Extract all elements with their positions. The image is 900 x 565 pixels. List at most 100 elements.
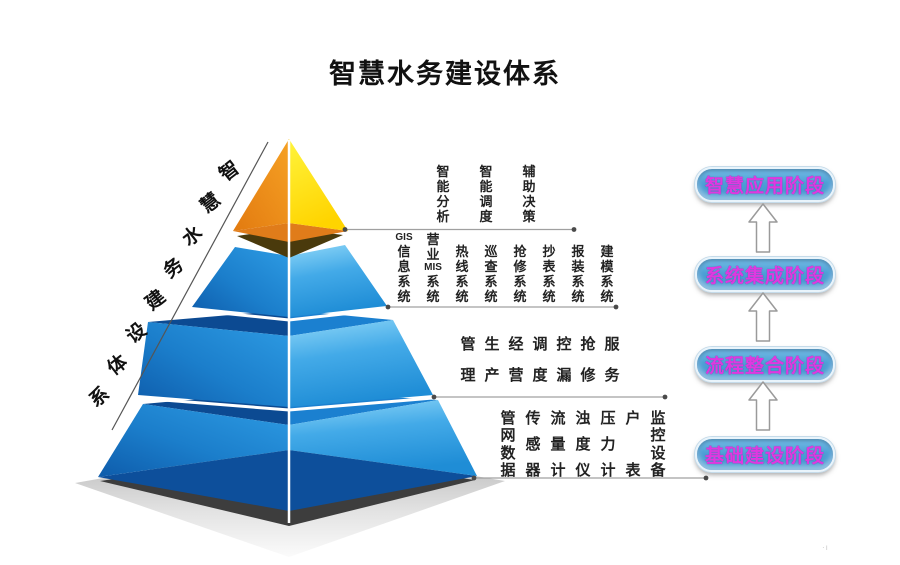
tier-1-label-column: 辅助决策: [521, 164, 537, 224]
label-char: 理: [460, 367, 476, 384]
label-char: 系: [455, 274, 469, 289]
tier-3-label-column: 管理: [460, 337, 476, 383]
tier-4-label-column: 户表: [625, 411, 641, 478]
label-char: 力: [600, 436, 616, 453]
stage-badge-label: 系统集成阶段: [704, 266, 825, 287]
tip-left-face: [233, 139, 289, 231]
connector-dot: [703, 475, 709, 481]
stage-badge-label: 流程整合阶段: [704, 356, 825, 377]
label-char: 系: [426, 274, 440, 289]
tier-4-label-column: 传感器: [525, 411, 541, 478]
stage-badge-3: 流程整合阶段: [695, 347, 835, 382]
label-char: 表: [625, 462, 641, 479]
stage-badge-2: 系统集成阶段: [695, 257, 835, 292]
label-char: 系: [600, 274, 614, 289]
label-char: 策: [522, 209, 536, 224]
label-char: 表: [542, 259, 556, 274]
label-char: 管: [460, 336, 476, 353]
tip-right-face: [289, 139, 348, 231]
tier-3-label-column: 经营: [508, 337, 524, 383]
label-char: 据: [500, 461, 516, 479]
side-guide-line: [111, 141, 269, 431]
label-char: 统: [426, 289, 440, 304]
tier-3-label-column: 调度: [532, 337, 548, 383]
tier-4-label-column: 压力计: [600, 411, 616, 478]
label-char: 器: [525, 462, 541, 479]
label-char: 助: [522, 179, 536, 194]
label-char: 控: [650, 427, 666, 445]
label-char: 设: [650, 444, 666, 462]
up-arrow-icon: [748, 203, 778, 258]
tier-4-label-column: 监控设备: [650, 411, 666, 478]
label-char: 仪: [575, 462, 591, 479]
tier-4-label-column: 浊度仪: [575, 411, 591, 478]
label-char: 模: [600, 259, 614, 274]
label-char: MIS: [424, 262, 442, 273]
label-char: 计: [600, 462, 616, 479]
tier-3-label-column: 生产: [484, 337, 500, 383]
label-char: 浊: [575, 410, 591, 427]
label-char: 系: [397, 274, 411, 289]
label-char: 度: [479, 209, 493, 224]
tier-1-label-column: 智能调度: [478, 164, 494, 224]
label-char: 传: [525, 410, 541, 427]
label-char: 装: [571, 259, 585, 274]
label-char: 智: [479, 164, 493, 179]
label-char: 修: [580, 367, 596, 384]
tier-1-label-column: 智能分析: [435, 164, 451, 224]
label-char: 调: [479, 194, 493, 209]
tier-3-labels: 管理生产经营调度控漏抢修服务: [460, 337, 620, 383]
label-char: 修: [513, 259, 527, 274]
label-char: 热: [455, 244, 469, 259]
label-char: 线: [455, 259, 469, 274]
connector-dot: [471, 475, 477, 481]
label-char: 营: [426, 232, 440, 247]
label-char: 系: [484, 274, 498, 289]
tip-base: [233, 223, 348, 242]
tier-3-right-face: [289, 320, 433, 407]
label-char: 抄: [542, 244, 556, 259]
stage-badge-label: 基础建设阶段: [704, 446, 825, 467]
tier-1-labels: 智能分析智能调度辅助决策: [435, 164, 537, 224]
label-char: 数: [500, 444, 516, 462]
label-char: 抢: [580, 336, 596, 353]
tier-4-left-face: [98, 404, 289, 477]
label-char: 统: [397, 289, 411, 304]
label-char: 统: [513, 289, 527, 304]
label-char: 调: [532, 336, 548, 353]
tier-2-right-face: [289, 245, 387, 317]
label-char: 系: [513, 274, 527, 289]
connector-dot: [571, 227, 577, 232]
label-char: 建: [600, 244, 614, 259]
label-char: 度: [532, 367, 548, 384]
label-char: 报: [571, 244, 585, 259]
connector-dot: [431, 394, 437, 400]
up-arrow-icon: [748, 381, 778, 436]
label-char: 户: [625, 410, 641, 427]
label-char: 析: [436, 209, 450, 224]
label-char: 能: [436, 179, 450, 194]
label-char: 务: [604, 367, 620, 384]
label-char: 度: [575, 436, 591, 453]
connector-dot: [613, 304, 619, 310]
label-char: 系: [542, 274, 556, 289]
tier-2-label-column: 报装系统: [570, 228, 586, 304]
label-char: 监: [650, 410, 666, 427]
label-char: 网: [500, 427, 516, 445]
tier-2-label-column: 建模系统: [599, 228, 615, 304]
label-char: 服: [604, 336, 620, 353]
tier-4-label-column: 流量计: [550, 411, 566, 478]
tier-2-label-column: 抄表系统: [541, 228, 557, 304]
tier-2-label-column: 巡查系统: [483, 228, 499, 304]
label-char: 备: [650, 461, 666, 479]
tier-3-label-column: 抢修: [580, 337, 596, 383]
stage-badge-4: 基础建设阶段: [695, 437, 835, 472]
label-char: 统: [455, 289, 469, 304]
label-char: 压: [600, 410, 616, 427]
label-char: 决: [522, 194, 536, 209]
connector-dot: [662, 394, 668, 400]
